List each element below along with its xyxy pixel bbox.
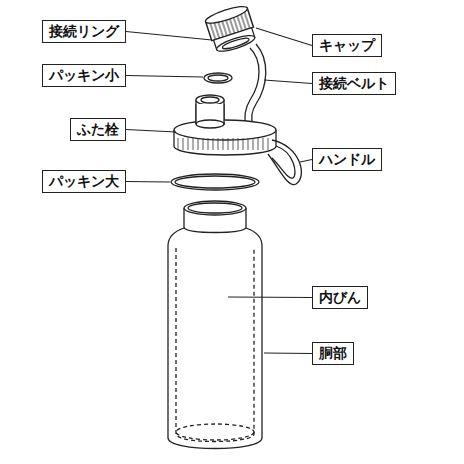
part-label-box: キャップ: [312, 34, 382, 57]
part-name: 胴部: [319, 345, 347, 362]
leader-line: [228, 296, 312, 298]
part-name: キャップ: [319, 37, 375, 54]
part-label-box: パッキン小: [42, 64, 126, 87]
part-name: 接続リング: [49, 23, 119, 40]
part-name: パッキン大: [49, 173, 119, 190]
leader-line: [264, 352, 312, 354]
part-name: パッキン小: [49, 67, 119, 84]
part-name: 内びん: [319, 289, 361, 306]
part-label-box: ふた栓: [70, 118, 126, 141]
part-label-box: ハンドル: [312, 148, 382, 171]
leader-line: [126, 76, 203, 78]
part-label-box: 胴部: [312, 342, 354, 365]
part-label-box: パッキン大: [42, 170, 126, 193]
part-name: 接続ベルト: [319, 75, 389, 92]
leader-line: [300, 160, 312, 163]
part-label-box: 接続リング: [42, 20, 126, 43]
leader-line: [256, 28, 312, 46]
part-label-box: 内びん: [312, 286, 368, 309]
leader-line: [264, 80, 312, 84]
leader-line: [126, 32, 212, 41]
leader-line: [126, 181, 170, 183]
part-name: ハンドル: [319, 151, 375, 168]
leader-line: [126, 130, 176, 133]
part-name: ふた栓: [77, 121, 119, 138]
part-label-box: 接続ベルト: [312, 72, 396, 95]
